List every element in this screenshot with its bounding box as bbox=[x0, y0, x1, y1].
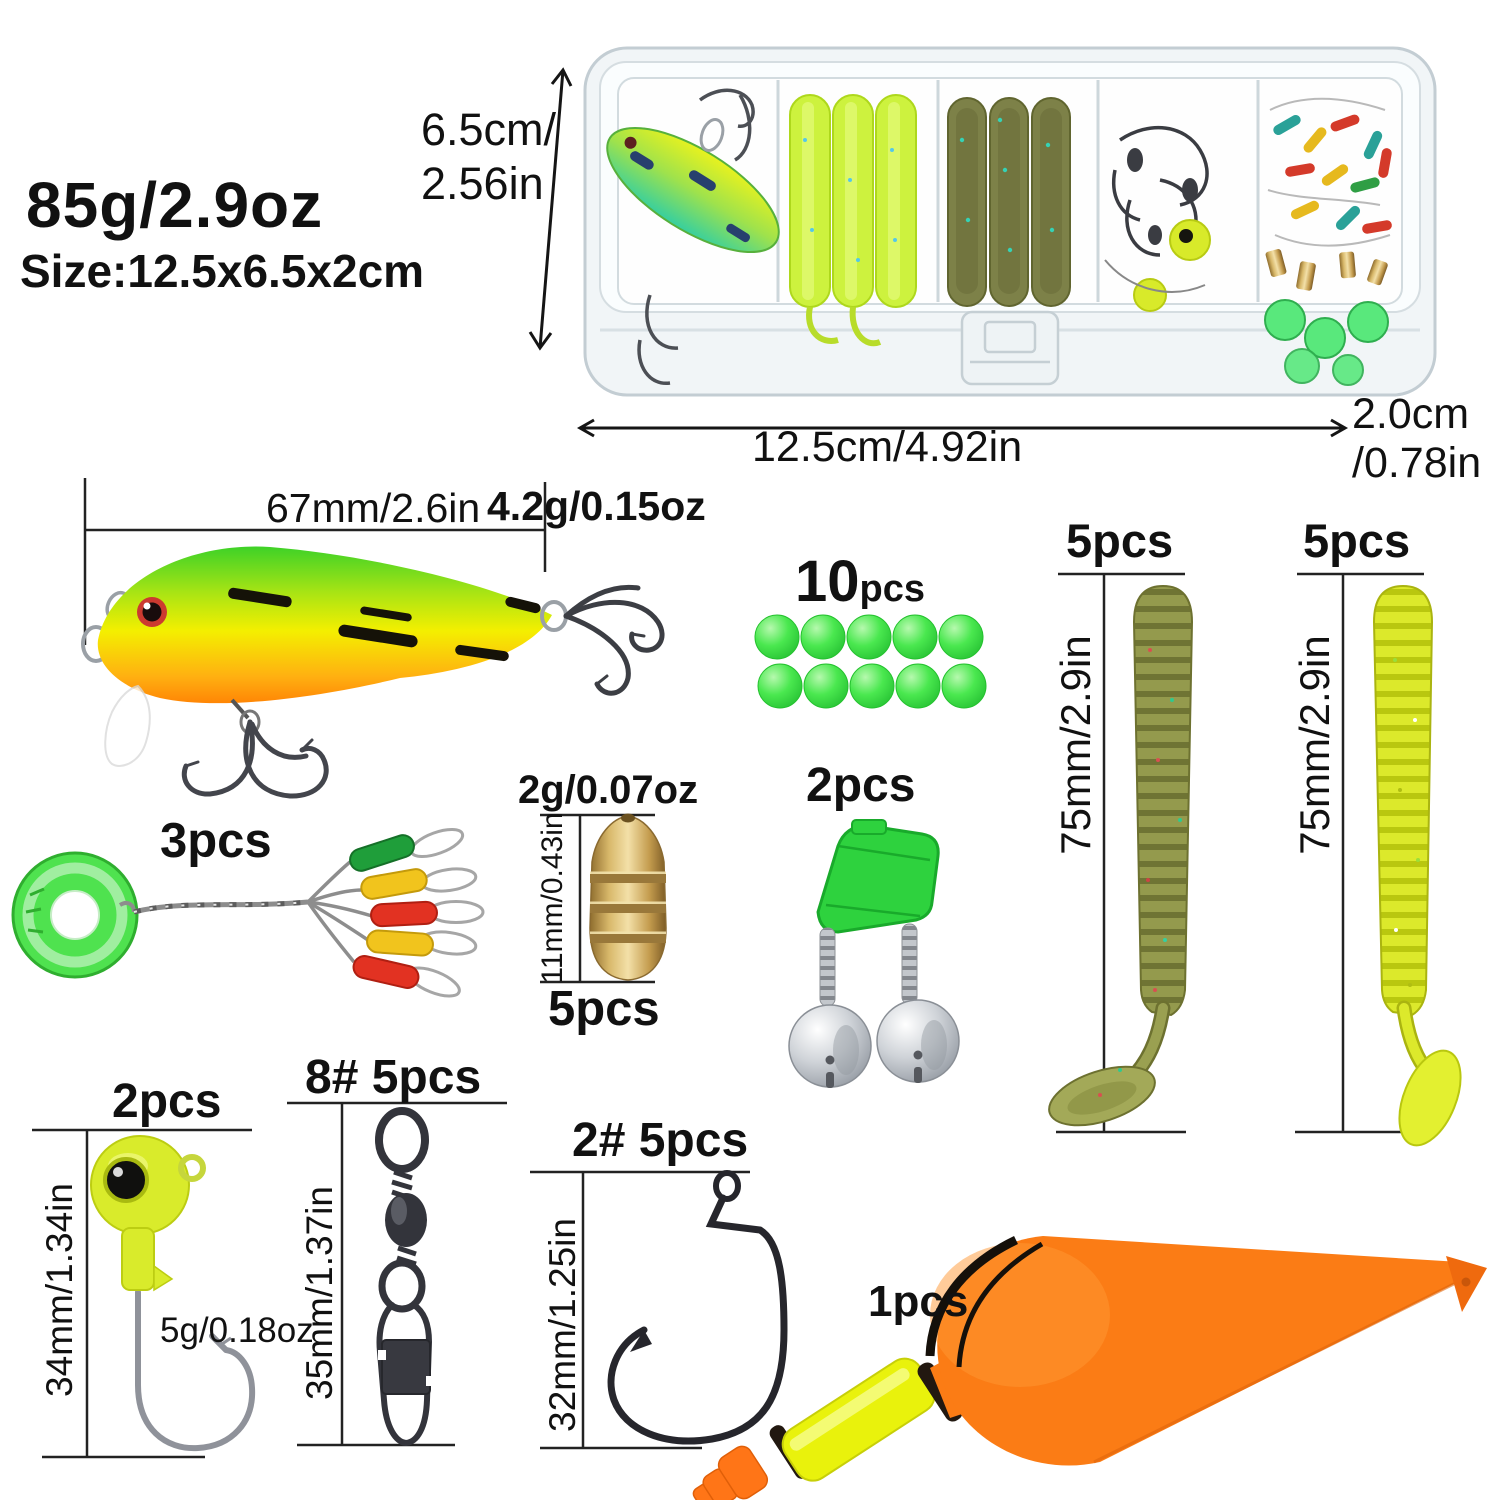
stopper-set-photo bbox=[11, 827, 485, 998]
jig-hook bbox=[135, 1289, 256, 1452]
tackle-box-photo bbox=[583, 46, 1437, 397]
swivel-length-label: 35mm/1.37in bbox=[299, 1186, 340, 1400]
float-glow-stick bbox=[781, 1357, 936, 1482]
float-bobber-photo bbox=[692, 1235, 1487, 1500]
float-tip bbox=[692, 1445, 769, 1500]
jig-length-label: 34mm/1.34in bbox=[39, 1183, 80, 1397]
tail-treble-hook bbox=[563, 584, 665, 696]
float-qty-label: 1pcs bbox=[868, 1277, 969, 1326]
worm-right-length-label: 75mm/2.9in bbox=[1291, 635, 1338, 855]
box-height-label: 6.5cm/ 2.56in bbox=[421, 104, 557, 209]
minnow-lure-photo bbox=[81, 546, 665, 799]
hook-length-label: 32mm/1.25in bbox=[542, 1218, 583, 1432]
sinker-weight-label: 2g/0.07oz bbox=[518, 768, 699, 812]
jig-head-photo bbox=[90, 1135, 256, 1452]
soft-worm-chartreuse-photo bbox=[1372, 584, 1462, 1147]
worm-right-qty-label: 5pcs bbox=[1303, 514, 1411, 567]
product-size-title: Size:12.5x6.5x2cm bbox=[20, 245, 425, 297]
belly-treble-hook bbox=[181, 719, 329, 799]
stoppers-qty-label: 3pcs bbox=[160, 814, 272, 868]
hook-qty-label: 2# 5pcs bbox=[572, 1114, 749, 1167]
worm-left-length-label: 75mm/2.9in bbox=[1052, 635, 1099, 855]
height-arrow bbox=[538, 69, 565, 349]
bullet-sinker-photo bbox=[589, 813, 667, 981]
product-weight-title: 85g/2.9oz bbox=[26, 169, 324, 241]
sinker-length-label: 11mm/0.43in bbox=[536, 812, 569, 984]
jig-weight-label: 5g/0.18oz bbox=[160, 1311, 314, 1350]
soft-worm-olive-photo bbox=[1048, 584, 1194, 1127]
box-depth-label: 2.0cm /0.78in bbox=[1352, 390, 1482, 488]
lure-length-label: 67mm/2.6in bbox=[266, 485, 481, 531]
sinker-qty-label: 5pcs bbox=[548, 982, 660, 1036]
jig-qty-label: 2pcs bbox=[112, 1075, 222, 1128]
swivel-qty-label: 8# 5pcs bbox=[305, 1051, 482, 1104]
swivel-snap-photo bbox=[375, 1107, 434, 1447]
measurement-brackets bbox=[32, 478, 1424, 1459]
jig-tie-eye bbox=[178, 1154, 206, 1182]
worm-hook-photo bbox=[607, 1170, 788, 1445]
lure-weight-label: 4.2g/0.15oz bbox=[487, 483, 706, 529]
luminous-beads-photo bbox=[754, 614, 987, 709]
bells-qty-label: 2pcs bbox=[806, 759, 916, 812]
bell-alarm-photo bbox=[788, 819, 960, 1088]
lure-lip bbox=[104, 684, 151, 767]
box-width-label: 12.5cm/4.92in bbox=[752, 423, 1023, 471]
worm-left-qty-label: 5pcs bbox=[1066, 514, 1174, 567]
